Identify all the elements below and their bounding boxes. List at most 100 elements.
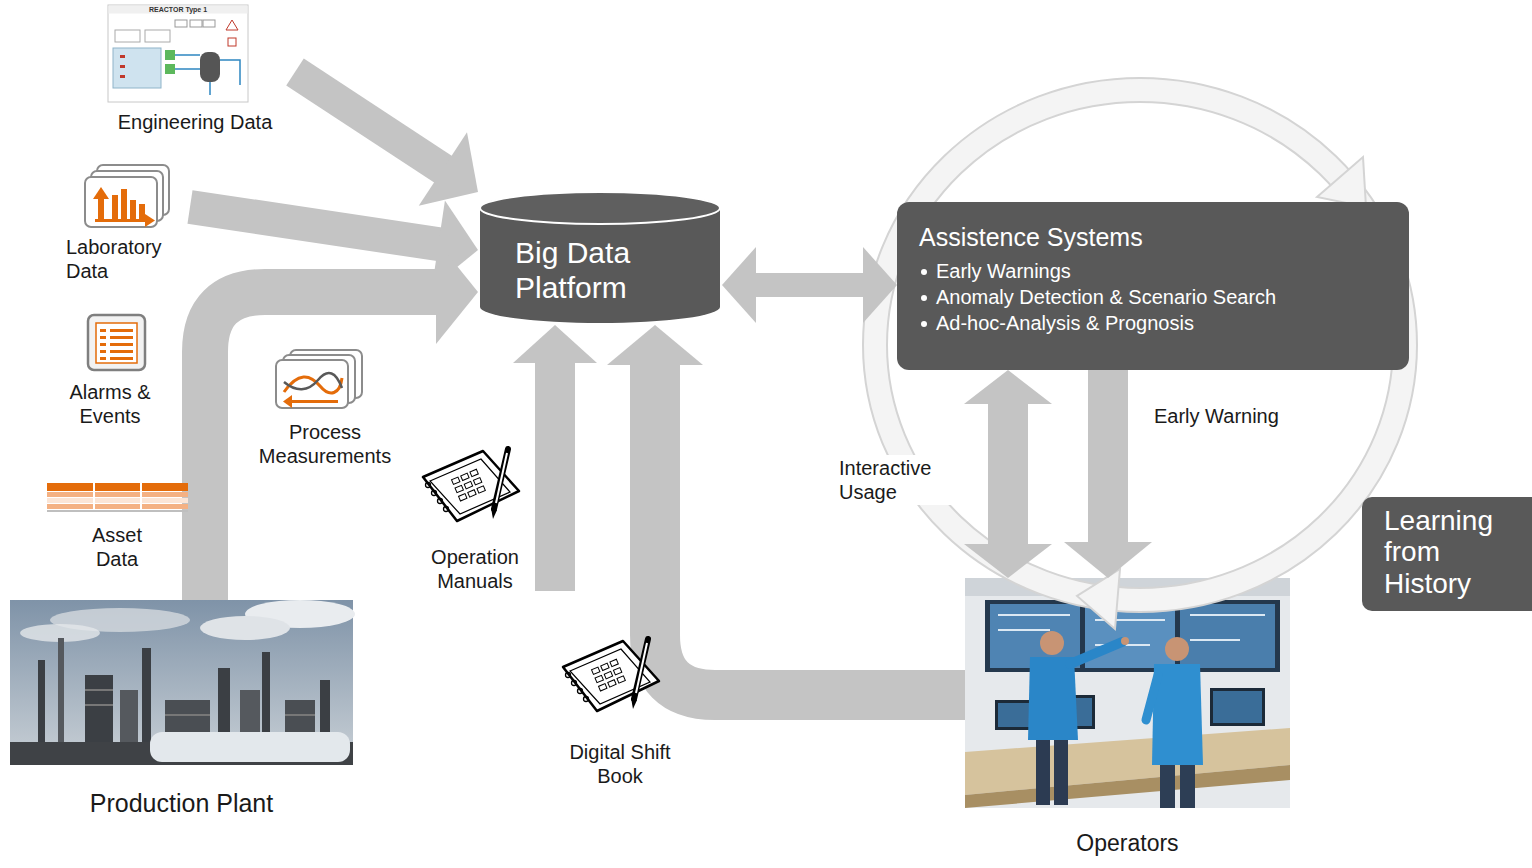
- laboratory-data-icon: [85, 177, 157, 227]
- engineering-screenshot: [165, 64, 175, 74]
- plant-node: Production Plant: [10, 600, 353, 818]
- arrow-head: [964, 544, 1052, 578]
- arrow-head: [1064, 542, 1152, 578]
- engineering-screenshot: [113, 48, 161, 88]
- engineering-screenshot: [120, 65, 125, 68]
- production-plant-photo: [262, 652, 270, 745]
- data-source: Process Measurements: [245, 350, 405, 468]
- laboratory-data-icon: [85, 165, 169, 227]
- control-room-photo: [1210, 688, 1265, 726]
- process-measurements-icon: [284, 373, 342, 389]
- production-plant-photo: [38, 660, 45, 745]
- control-room-photo: [1036, 735, 1050, 805]
- alarms-icon: [88, 315, 145, 370]
- control-room-photo: [965, 765, 1290, 808]
- control-room-photo: [1180, 760, 1195, 808]
- node-label: Operation Manuals: [415, 545, 535, 593]
- control-room-photo: [998, 615, 1265, 645]
- block-arrow: [722, 247, 897, 323]
- asset-table-icon: [47, 510, 188, 512]
- node-label: Engineering Data: [95, 110, 295, 134]
- control-room-photo: [1146, 675, 1158, 720]
- operation-manual-icon: [423, 449, 519, 521]
- cylinder-body: [480, 208, 720, 323]
- engineering-screenshot: [120, 55, 125, 58]
- document-node: Digital Shift Book: [555, 635, 685, 788]
- shift-book-icon: [563, 639, 659, 711]
- alarms-icon: [110, 329, 133, 332]
- laboratory-data-icon: [98, 199, 104, 219]
- asset-table-icon: [47, 498, 188, 503]
- arrow-body: [988, 403, 1028, 545]
- engineering-screenshot: [145, 30, 170, 42]
- asset-table-icon: [47, 483, 188, 512]
- node-label: Operators: [965, 830, 1290, 858]
- bullet-item: Ad-hoc-Analysis & Prognosis: [936, 310, 1389, 336]
- laboratory-data-icon: [121, 189, 127, 219]
- alarms-icon: [110, 343, 133, 346]
- block-arrow: [1064, 370, 1152, 578]
- engineering-screenshot: [226, 20, 238, 30]
- production-plant-photo: [200, 616, 290, 640]
- alarms-icon: [110, 336, 133, 339]
- engineering-screenshot: [108, 5, 248, 102]
- arrow-head: [436, 240, 478, 344]
- laboratory-data-icon: [130, 200, 136, 219]
- data-source: Asset Data: [75, 483, 159, 571]
- edge-label: Early Warning: [1150, 403, 1283, 429]
- assistance-box: Assistence SystemsEarly WarningsAnomaly …: [897, 202, 1409, 370]
- engineering-screenshot: [175, 20, 187, 27]
- cylinder-top: [480, 192, 720, 224]
- arrow-head: [513, 325, 597, 363]
- cycle-arrow: [1317, 157, 1366, 207]
- node-label: Asset Data: [75, 523, 159, 571]
- alarms-icon: [88, 315, 145, 370]
- control-room-photo: [1054, 735, 1068, 805]
- block-arrow: [964, 370, 1052, 578]
- screen-title: REACTOR Type 1: [143, 6, 213, 14]
- engineering-screenshot: [190, 20, 202, 27]
- production-plant-photo: [85, 675, 113, 745]
- node-label: Alarms & Events: [55, 380, 165, 428]
- arrow-body: [295, 72, 444, 170]
- arrow-body: [1088, 370, 1128, 543]
- arrow-head: [722, 247, 756, 323]
- alarms-icon: [100, 350, 106, 353]
- process-measurements-icon: [276, 350, 362, 408]
- arrow-body: [655, 364, 965, 695]
- edge-label: Interactive Usage: [835, 455, 963, 505]
- bullet-item: Anomaly Detection & Scenario Search: [936, 284, 1389, 310]
- production-plant-photo: [120, 690, 138, 745]
- cycle-arrow: [1077, 569, 1120, 629]
- arrow-head: [964, 370, 1052, 404]
- control-room-photo: [1121, 637, 1129, 645]
- laboratory-data-icon: [93, 187, 109, 199]
- control-room-photo: [1040, 631, 1064, 655]
- data-source: Alarms & Events: [55, 315, 165, 428]
- platform-label: Big Data Platform: [515, 236, 690, 305]
- node-label: Process Measurements: [245, 420, 405, 468]
- engineering-screenshot: [109, 6, 248, 14]
- process-measurements-icon: [283, 395, 292, 408]
- engineering-screenshot: [115, 30, 140, 42]
- asset-table-icon: [93, 483, 95, 509]
- control-room-photo: [1070, 642, 1122, 664]
- box-heading: Assistence Systems: [919, 222, 1389, 252]
- asset-table-icon: [140, 483, 142, 509]
- history-box: Learning from History: [1362, 497, 1532, 611]
- alarms-icon: [96, 323, 137, 363]
- arrow-head: [419, 132, 478, 206]
- process-measurements-icon: [292, 400, 338, 403]
- engineering-screenshot: [228, 38, 236, 46]
- block-arrow: [607, 325, 965, 695]
- laboratory-data-icon: [145, 214, 155, 227]
- arrow-head: [607, 325, 703, 365]
- engineering-screenshot: [200, 52, 220, 82]
- operators-node: Operators: [965, 578, 1290, 858]
- alarms-icon: [100, 329, 106, 332]
- arrow-head: [863, 247, 897, 323]
- asset-table-icon: [47, 504, 188, 509]
- control-room-photo: [1028, 657, 1078, 740]
- control-room-photo: [1213, 691, 1262, 723]
